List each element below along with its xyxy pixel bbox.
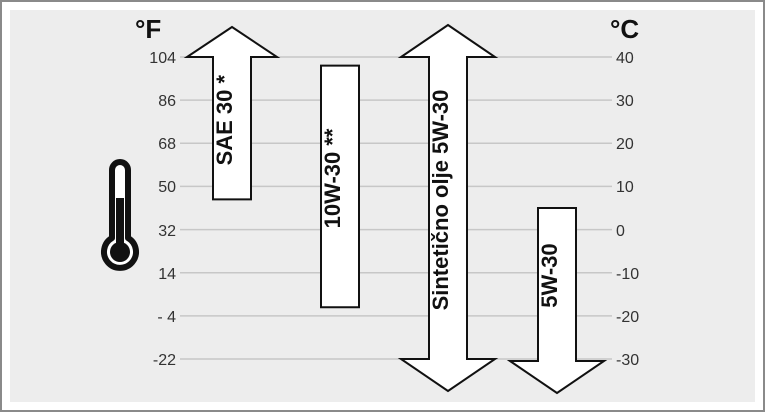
- fahrenheit-unit: °F: [135, 14, 161, 44]
- oil-grade-bands: [183, 23, 608, 395]
- c-tick-7: -30: [616, 352, 639, 369]
- f-tick-5: 14: [158, 266, 176, 283]
- f-tick-1: 86: [158, 93, 176, 110]
- c-tick-4: 0: [616, 223, 625, 240]
- celsius-unit: °C: [610, 14, 639, 44]
- f-tick-6: - 4: [157, 309, 176, 326]
- f-tick-4: 32: [158, 223, 176, 240]
- c-tick-5: -10: [616, 266, 639, 283]
- f-tick-7: -22: [153, 352, 176, 369]
- synthetic-5w30-label: Sintetično olje 5W-30: [428, 90, 453, 311]
- f-tick-3: 50: [158, 179, 176, 196]
- fahrenheit-tick-labels: 104 86 68 50 32 14 - 4 -22: [149, 50, 176, 369]
- c-tick-0: 40: [616, 50, 634, 67]
- c-tick-6: -20: [616, 309, 639, 326]
- celsius-tick-labels: 40 30 20 10 0 -10 -20 -30: [616, 50, 639, 369]
- panel-background: [10, 10, 755, 402]
- thermometer-icon: [101, 159, 139, 271]
- 5w30-band: [506, 207, 608, 395]
- 5w30-label: 5W-30: [537, 243, 562, 307]
- c-tick-3: 10: [616, 179, 634, 196]
- 10w30-label: 10W-30 **: [320, 128, 345, 228]
- f-tick-0: 104: [149, 50, 176, 67]
- synthetic-5w30-band: [397, 23, 499, 393]
- c-tick-2: 20: [616, 136, 634, 153]
- 10w30-band: [320, 64, 360, 309]
- sae30-label: SAE 30 *: [212, 75, 237, 166]
- f-tick-2: 68: [158, 136, 176, 153]
- sae30-band: [183, 25, 281, 201]
- c-tick-1: 30: [616, 93, 634, 110]
